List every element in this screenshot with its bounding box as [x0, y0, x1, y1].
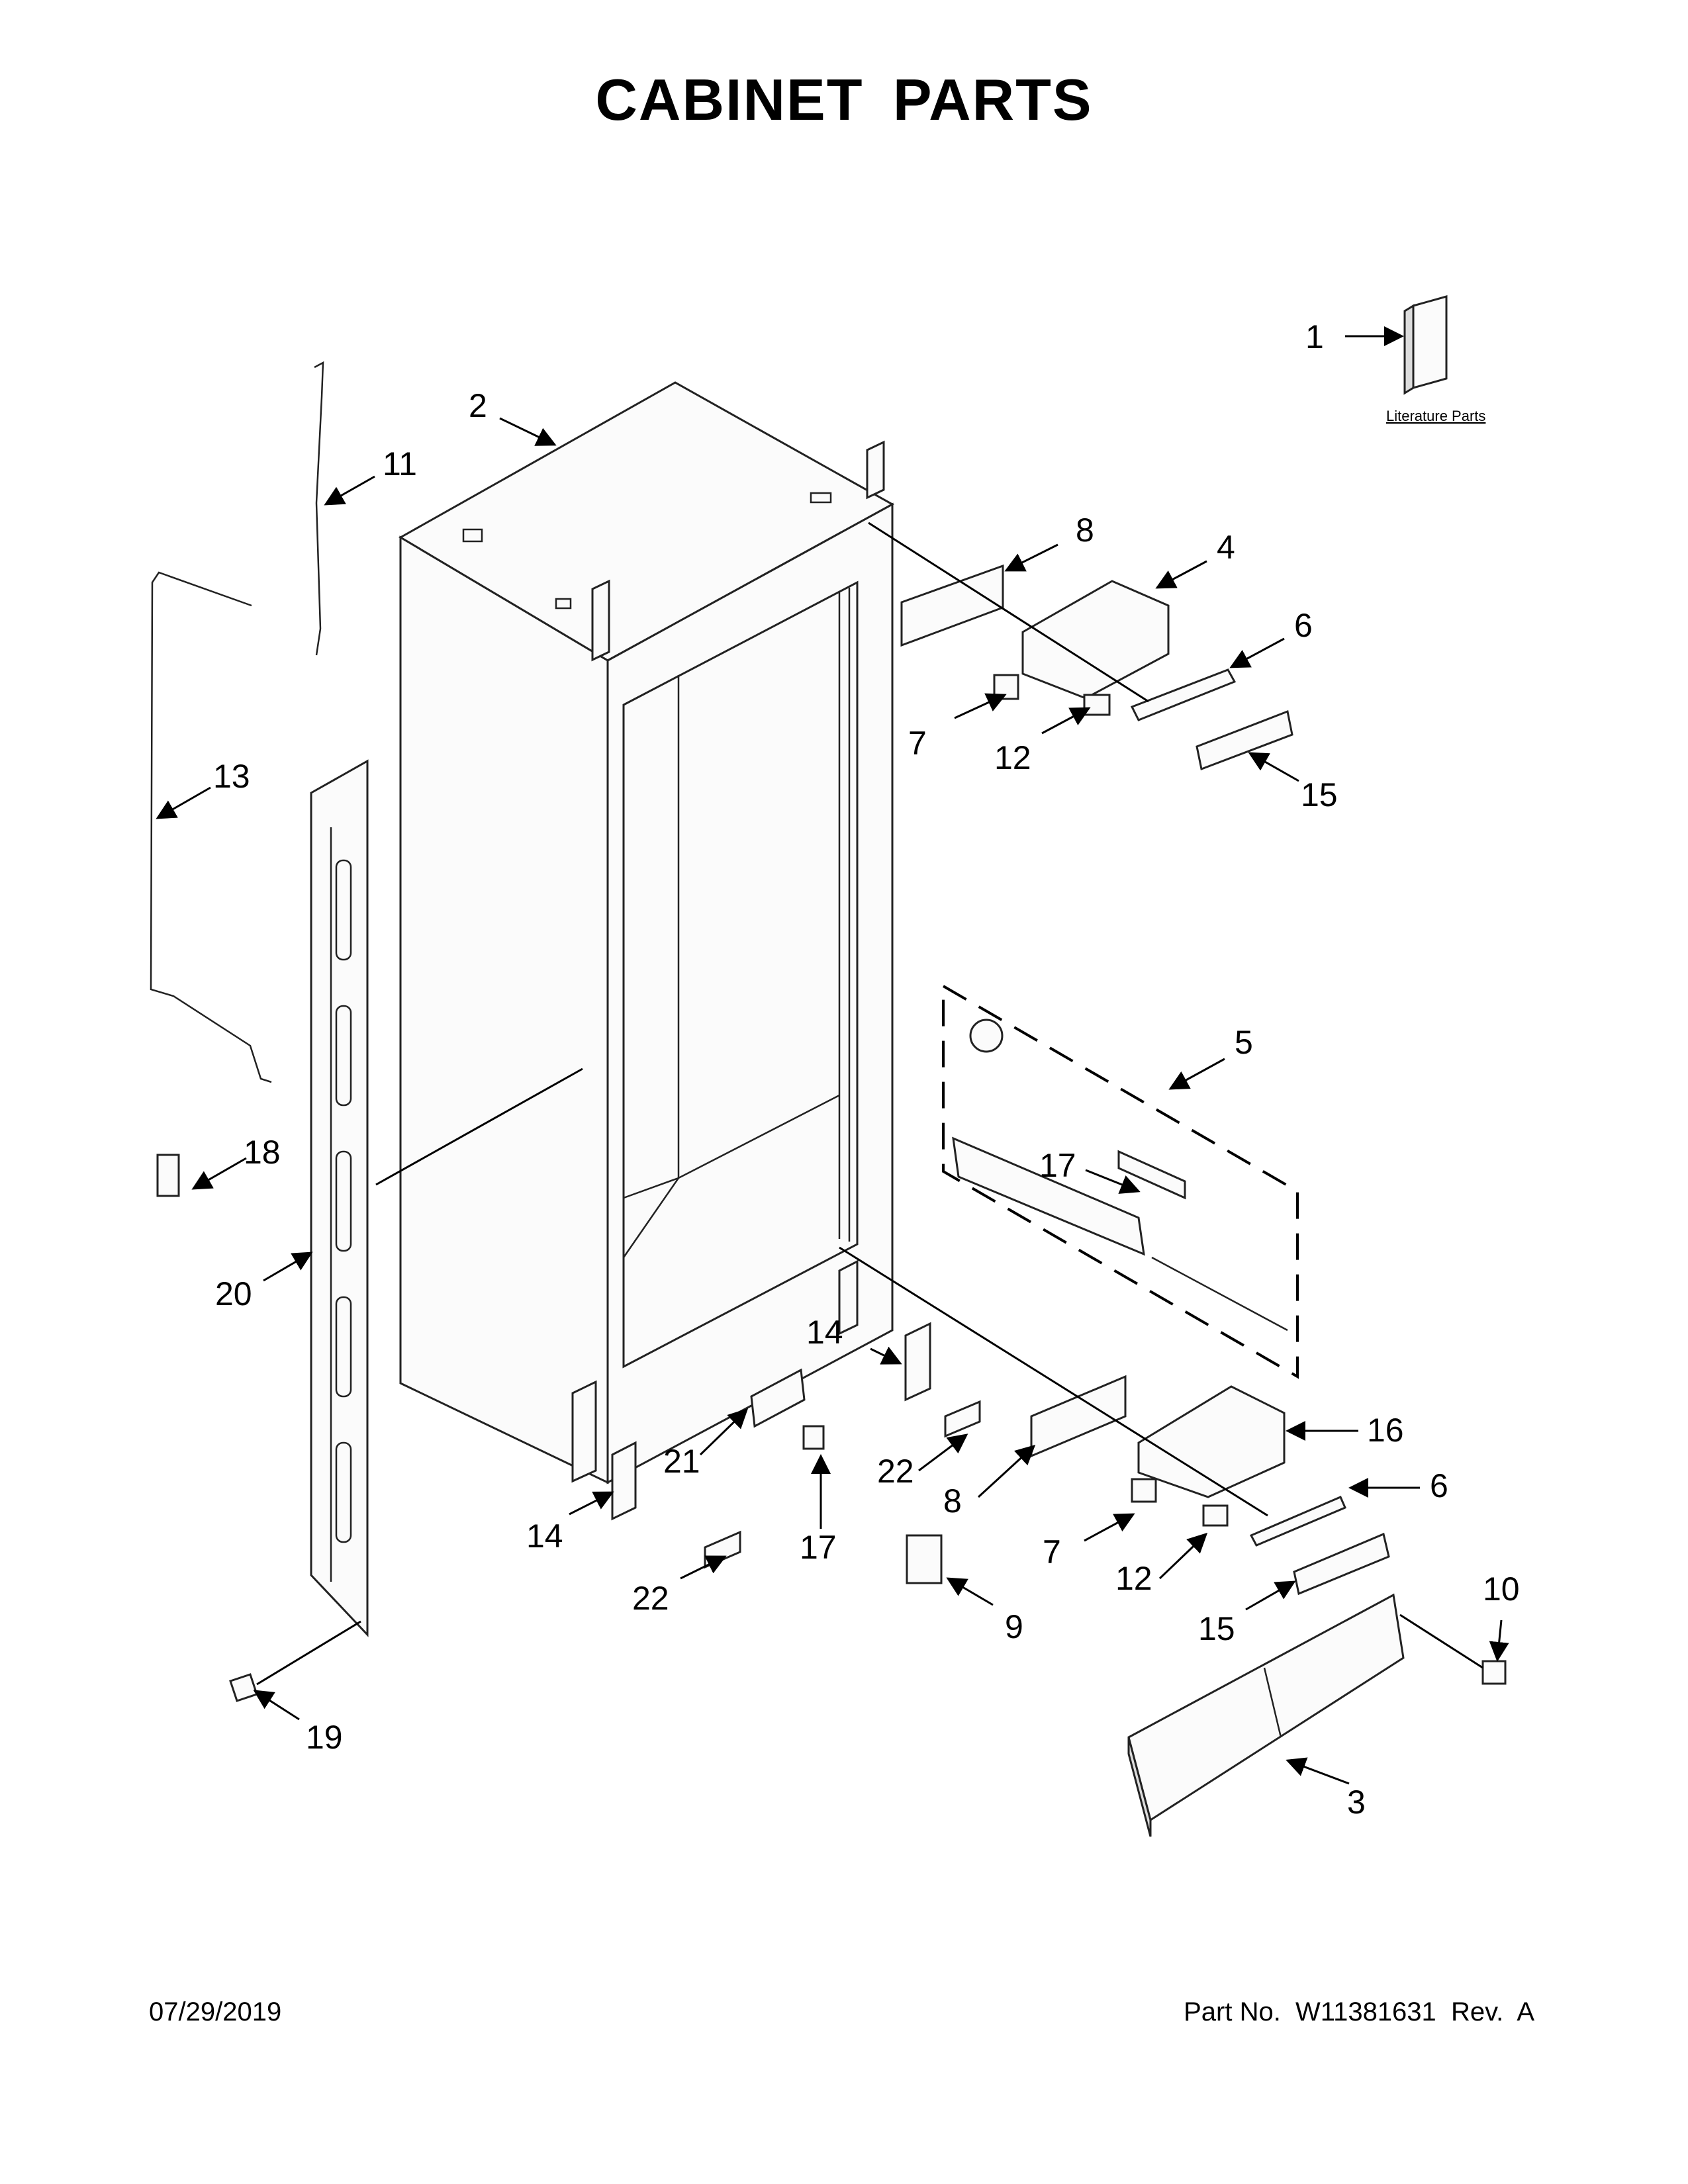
callout-14-left: 14	[526, 1518, 563, 1555]
part-7-upper	[993, 674, 1019, 700]
callout-16: 16	[1367, 1412, 1404, 1449]
screw-17	[802, 1425, 825, 1450]
callout-12-lower: 12	[1115, 1560, 1152, 1597]
literature-part: Literature Parts	[1386, 295, 1485, 424]
hinge-leader-upper	[868, 522, 1149, 703]
hinge-kit-parts	[952, 1019, 1288, 1332]
part-19	[229, 1673, 258, 1702]
hinge-kit-boundary	[942, 983, 1299, 1379]
literature-parts-label: Literature Parts	[1386, 408, 1485, 424]
callout-22-right: 22	[877, 1453, 914, 1490]
screw-leader-19	[256, 1620, 361, 1686]
callout-15-lower: 15	[1198, 1610, 1235, 1647]
callout-14-right: 14	[806, 1314, 843, 1351]
footer-date: 07/29/2019	[149, 1997, 282, 2026]
callout-19: 19	[306, 1719, 343, 1756]
callout-8-upper: 8	[1076, 512, 1094, 549]
hinge-plate-6-upper	[1130, 668, 1237, 721]
part-7-lower	[1131, 1478, 1157, 1503]
cabinet-body	[399, 381, 895, 1484]
callout-5: 5	[1235, 1024, 1253, 1061]
callout-8-lower: 8	[943, 1482, 962, 1520]
bracket-14-right	[904, 1322, 931, 1402]
grille	[1127, 1593, 1405, 1837]
callout-20: 20	[215, 1275, 252, 1312]
callout-13: 13	[213, 758, 250, 795]
wire-harness-11	[314, 361, 324, 656]
side-trim	[310, 759, 369, 1637]
callout-9: 9	[1005, 1608, 1023, 1645]
switch-9	[906, 1534, 943, 1584]
callout-17-lower: 17	[800, 1529, 837, 1566]
callout-15-upper: 15	[1301, 776, 1338, 813]
hinge-16	[1137, 1385, 1286, 1498]
callout-2: 2	[469, 387, 487, 424]
callout-7-lower: 7	[1043, 1533, 1061, 1570]
callout-21: 21	[663, 1443, 700, 1480]
trim-leader	[375, 1068, 583, 1186]
wire-harness-13	[150, 571, 272, 1083]
page-title: CABINET PARTS	[595, 67, 1093, 132]
callout-17-upper: 17	[1039, 1147, 1076, 1184]
grille-leader	[1399, 1614, 1483, 1669]
callout-4: 4	[1217, 529, 1235, 566]
hinge-cover-8-lower	[1030, 1375, 1127, 1458]
callout-18: 18	[244, 1134, 281, 1171]
hinge-leader-lower	[839, 1246, 1268, 1517]
callout-11: 11	[383, 445, 417, 482]
hinge-cover-8-upper	[900, 564, 1004, 647]
bracket-21	[750, 1368, 806, 1428]
hinge-plate-6-lower	[1249, 1496, 1346, 1547]
callout-12-upper: 12	[994, 739, 1031, 776]
callout-22-left: 22	[632, 1580, 669, 1617]
part-18	[156, 1154, 180, 1197]
callout-labels: 1 2 3 4 5 6 6 7 7 8 8 9 10 11 12 12 13 1…	[213, 318, 1520, 1821]
callout-7-upper: 7	[908, 725, 927, 762]
hinge-cover-15-lower	[1293, 1532, 1390, 1596]
callout-6-lower: 6	[1430, 1467, 1448, 1504]
footer-part-number: Part No. W11381631 Rev. A	[1184, 1997, 1534, 2026]
callout-3: 3	[1347, 1784, 1366, 1821]
bracket-22-right	[944, 1400, 981, 1438]
hinge-cover-15-upper	[1196, 709, 1293, 771]
bracket-22-left	[704, 1530, 741, 1569]
hinge-4	[1021, 580, 1170, 700]
bracket-14-left	[611, 1441, 637, 1521]
callout-1: 1	[1305, 318, 1324, 355]
callout-10: 10	[1483, 1570, 1520, 1608]
screw-12-upper	[1083, 694, 1111, 716]
callout-arrows	[156, 326, 1509, 1785]
callout-6-upper: 6	[1294, 607, 1313, 644]
screw-10	[1481, 1660, 1507, 1685]
screw-12-lower	[1202, 1504, 1229, 1527]
